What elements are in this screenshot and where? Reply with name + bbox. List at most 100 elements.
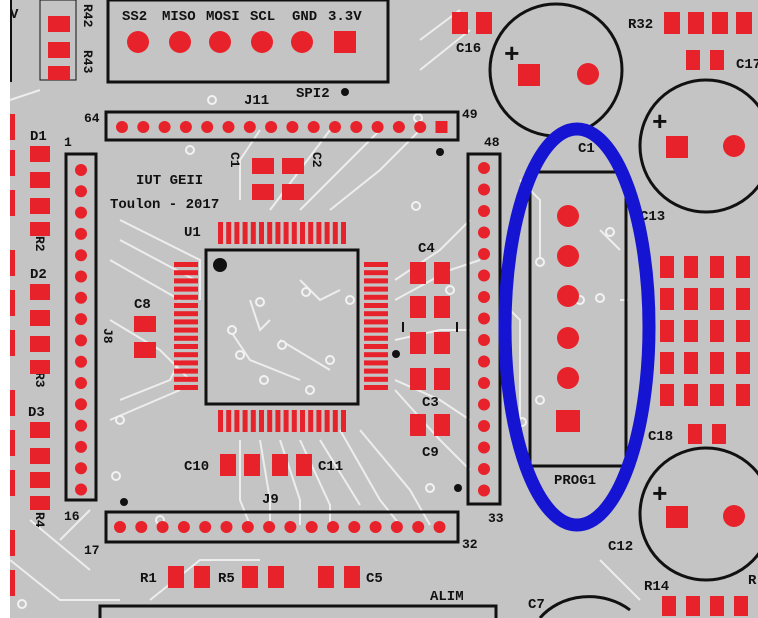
j8-label: J8 xyxy=(100,328,115,344)
v-edge-label: V xyxy=(10,7,19,23)
u1-pin xyxy=(226,410,232,432)
u1-pin xyxy=(174,385,198,390)
j9-pad xyxy=(284,521,297,533)
c11-label: C11 xyxy=(318,459,343,475)
u1-pin xyxy=(174,278,198,284)
j11-pads xyxy=(116,121,448,133)
left-header-pad xyxy=(75,419,87,432)
c7-outline xyxy=(538,595,631,618)
j11-pad xyxy=(158,121,171,133)
spi2-label: SPI2 xyxy=(296,86,330,102)
j9-pad xyxy=(369,521,382,533)
j9-pad xyxy=(156,521,169,533)
spi2-dot xyxy=(341,88,349,96)
r-edge-label: R xyxy=(748,573,757,589)
u1-pins xyxy=(174,222,388,432)
c8-label: C8 xyxy=(134,297,151,313)
right-header-pad xyxy=(478,355,490,368)
ss2-label: SS2 xyxy=(122,9,147,25)
u1-pin xyxy=(364,385,388,390)
left-header-pad xyxy=(75,398,87,411)
c1-c2-pads xyxy=(252,158,304,200)
j11-pad xyxy=(201,121,214,133)
left-header-pad xyxy=(75,227,87,240)
u1-pin xyxy=(174,286,198,292)
c4-mark-right xyxy=(456,322,458,332)
u1-pin xyxy=(259,222,264,244)
r2-label: R2 xyxy=(32,236,47,252)
c9-label: C9 xyxy=(422,445,439,461)
c13-pad-round xyxy=(723,135,745,157)
j11-pad xyxy=(116,121,128,133)
u1-pin xyxy=(174,376,198,382)
c10-c11-pads xyxy=(220,454,312,476)
c13-body xyxy=(638,78,758,214)
c12-label: C12 xyxy=(608,539,633,555)
v33-label: 3.3V xyxy=(328,9,362,25)
right-header-pad xyxy=(478,248,490,260)
u1-pin xyxy=(283,222,289,244)
prog1-label: PROG1 xyxy=(554,473,596,489)
j9-pad xyxy=(390,521,403,533)
j11-pad xyxy=(265,121,278,133)
c4-label: C4 xyxy=(418,241,435,257)
j11-label: J11 xyxy=(244,93,269,109)
bottom-r-c-pads xyxy=(168,566,360,588)
left-header-outline xyxy=(64,152,98,502)
right-header-pad xyxy=(478,226,490,239)
u1-pin xyxy=(291,410,297,432)
right-header-pad xyxy=(478,291,490,303)
pin33-label: 33 xyxy=(488,511,504,526)
left-header-pad xyxy=(75,377,87,389)
u1-pin xyxy=(300,410,305,432)
u1-pin xyxy=(341,410,346,432)
j9-pad xyxy=(433,521,446,533)
u1-pin xyxy=(332,222,338,244)
c13-label: C13 xyxy=(640,209,665,225)
left-header-pad xyxy=(75,249,87,262)
left-header-pad xyxy=(75,483,87,496)
j9-outline xyxy=(104,510,460,544)
right-resistor-pads xyxy=(660,256,750,406)
u1-pin xyxy=(174,360,198,366)
j9-pad xyxy=(241,521,254,533)
u1-pin xyxy=(324,222,330,244)
c16-pad-square xyxy=(518,64,540,86)
gnd-label: GND xyxy=(292,9,317,25)
mosi-label: MOSI xyxy=(206,9,240,25)
alim-outline xyxy=(98,604,498,618)
c16-plus: + xyxy=(504,40,520,70)
j11-pad xyxy=(179,121,192,133)
right-header-pad xyxy=(478,463,490,475)
j9-pad xyxy=(327,521,339,533)
u1-pin xyxy=(174,294,198,300)
j9-pad xyxy=(199,521,212,533)
u1-pin xyxy=(218,410,223,432)
u1-pin xyxy=(226,222,232,244)
u1-pin xyxy=(234,410,240,432)
j11-pad xyxy=(435,121,448,133)
u1-pin xyxy=(308,222,314,244)
u1-pin xyxy=(267,222,273,244)
u1-pin xyxy=(174,319,198,325)
c13-pad-square xyxy=(666,136,688,158)
j11-pad xyxy=(350,121,363,133)
u1-pin xyxy=(364,270,388,276)
u1-pin xyxy=(174,352,198,358)
c3-label: C3 xyxy=(422,395,439,411)
r3-label: R3 xyxy=(32,372,47,388)
u1-pin xyxy=(259,410,264,432)
pin32-label: 32 xyxy=(462,537,478,552)
left-header-pad xyxy=(75,462,87,475)
u1-pin xyxy=(174,311,198,317)
j11-pad xyxy=(243,121,256,133)
j9-pad xyxy=(177,521,190,533)
u1-pin xyxy=(364,368,388,374)
right-header-pad xyxy=(478,312,490,325)
j9-pad xyxy=(263,521,276,533)
u1-pin xyxy=(364,303,388,308)
right-header-pad xyxy=(478,398,490,411)
left-header-pad xyxy=(75,206,87,219)
u1-pin xyxy=(308,410,314,432)
